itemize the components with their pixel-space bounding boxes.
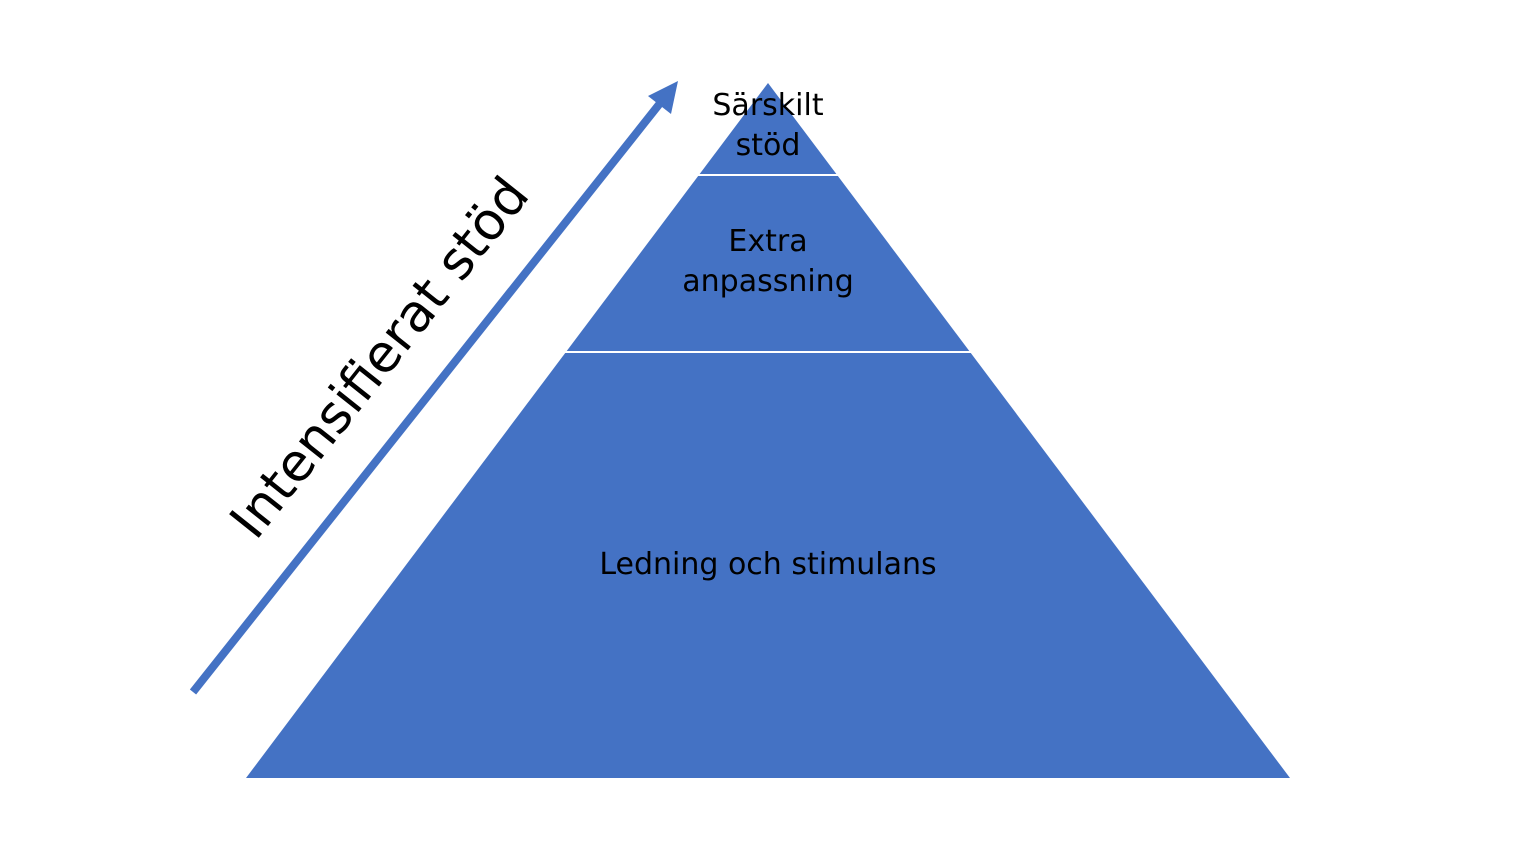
level-bottom-label: Ledning och stimulans: [518, 545, 1018, 585]
level-top-line1: Särskilt: [712, 88, 824, 123]
level-middle-line1: Extra: [728, 224, 808, 259]
arrow-up-right-icon: [189, 81, 678, 695]
level-bottom-line1: Ledning och stimulans: [599, 547, 937, 582]
level-middle-line2: anpassning: [682, 264, 854, 299]
level-middle-label: Extra anpassning: [618, 222, 918, 302]
level-top-label: Särskilt stöd: [668, 86, 868, 166]
level-top-line2: stöd: [735, 128, 801, 163]
pyramid-shape: [246, 83, 1290, 778]
